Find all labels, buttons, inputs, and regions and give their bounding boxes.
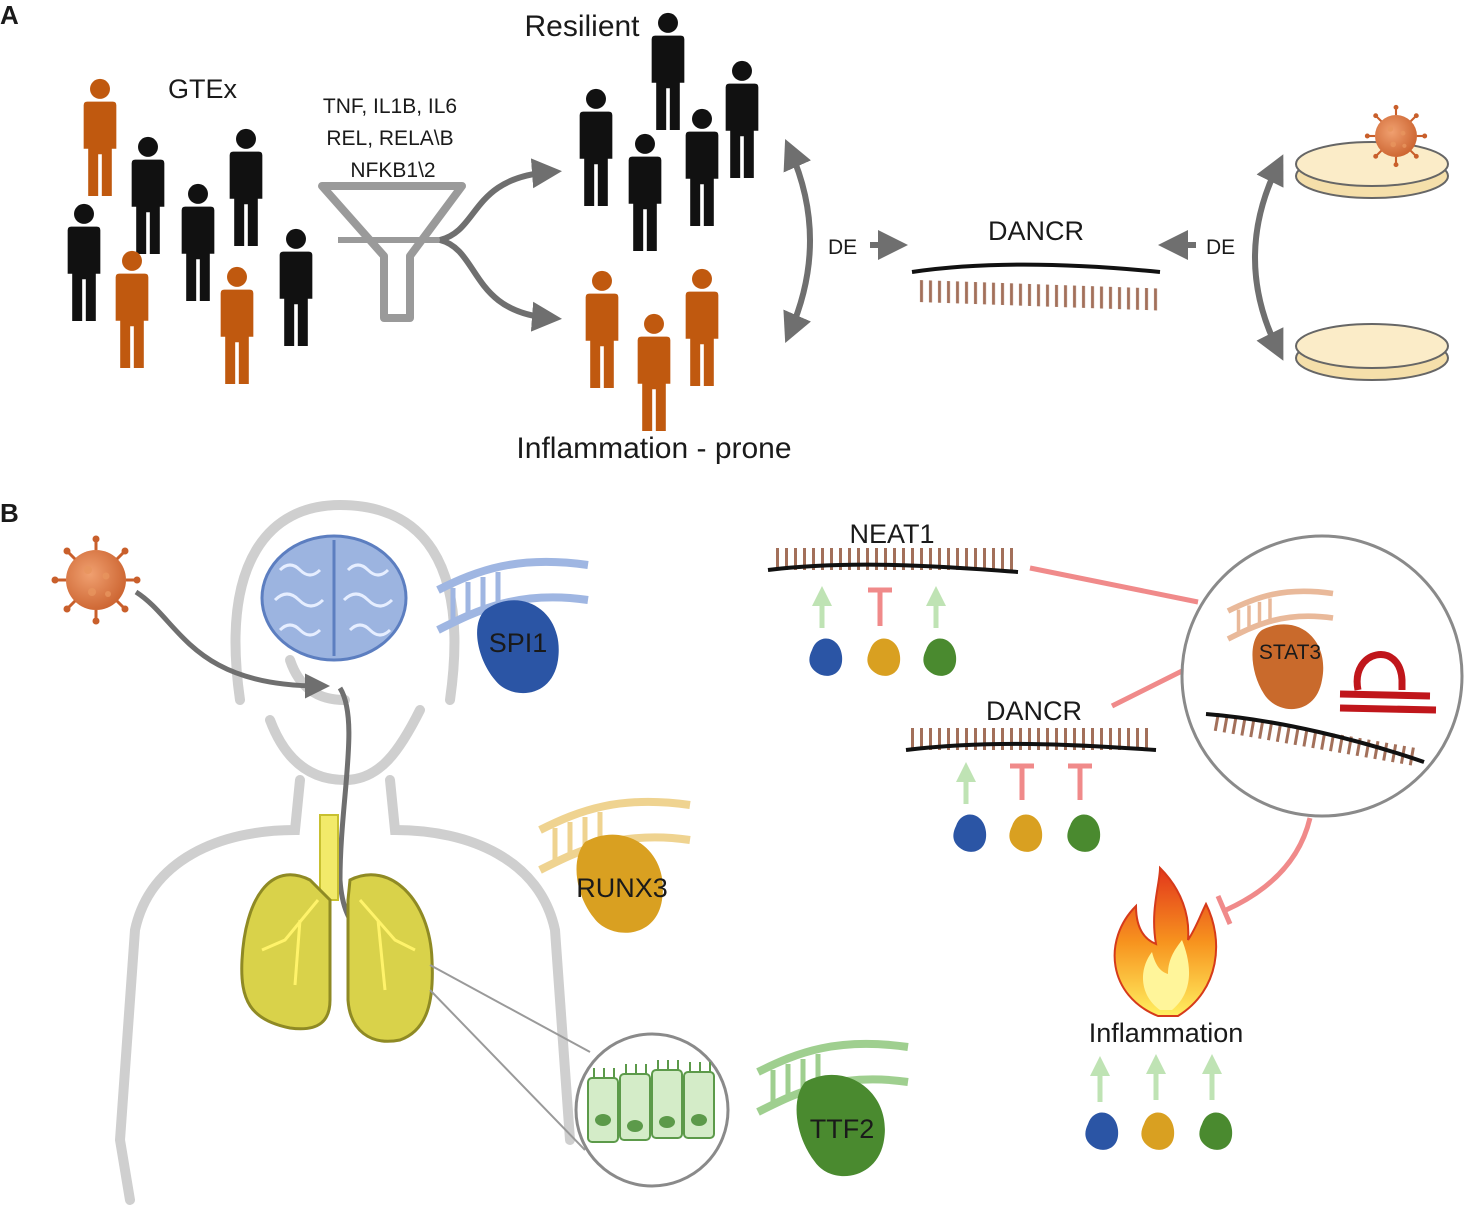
prone-label: Inflammation - prone	[516, 432, 791, 465]
spi1-small	[1085, 1112, 1119, 1150]
arrow-to-resilient	[439, 158, 562, 243]
neat1-stat3-connector	[1029, 565, 1199, 605]
rna-backbone	[767, 562, 1019, 574]
tf-spi1: SPI1	[438, 562, 588, 694]
spi1-small	[809, 638, 843, 676]
zoom-line-top	[429, 964, 591, 1053]
person-icon	[83, 78, 117, 196]
inhibition-bar	[868, 587, 892, 626]
inhibition-bar	[1010, 763, 1034, 800]
person-icon	[685, 268, 719, 386]
tf-runx3: RUNX3	[540, 802, 690, 933]
inflammation-regulators	[1085, 1054, 1233, 1150]
petri-dish-infected	[1295, 103, 1449, 199]
dish-comparison-arrow	[1252, 154, 1284, 361]
person-icon	[651, 12, 685, 130]
stat3-label: STAT3	[1259, 641, 1321, 664]
inflammation-label: Inflammation	[1089, 1018, 1244, 1048]
runx3-small	[1141, 1112, 1175, 1150]
neat1-rna	[767, 548, 1019, 574]
person-icon	[131, 136, 165, 254]
filter-genes-line-3: NFKB1\2	[350, 159, 435, 182]
runx3-small	[1009, 814, 1043, 852]
resilient-label: Resilient	[524, 10, 640, 43]
dancr-rna-b	[905, 728, 1157, 752]
ttf2-small	[923, 638, 957, 676]
virus-icon	[1363, 103, 1429, 169]
infection-path-arrow	[134, 589, 330, 699]
neat1-label: NEAT1	[849, 519, 934, 549]
person-icon	[725, 60, 759, 178]
person-icon	[628, 133, 662, 251]
person-icon	[637, 313, 671, 431]
spi1-small	[953, 814, 987, 852]
petri-dish-icon	[1295, 141, 1449, 187]
filter-genes-line-1: TNF, IL1B, IL6	[323, 95, 457, 118]
dancr-label-b: DANCR	[986, 696, 1082, 726]
zoom-line-bottom	[429, 989, 586, 1151]
filter-genes-line-2: REL, RELA\B	[326, 127, 453, 150]
rna-backbone	[905, 741, 1157, 752]
petri-dish-icon	[1295, 323, 1449, 369]
inhibition-bar	[1068, 763, 1092, 800]
prone-group	[585, 268, 719, 431]
rna-bases	[918, 280, 1158, 311]
stat3-inhibitor-icon	[1339, 651, 1437, 714]
panel-label-a: A	[0, 0, 19, 30]
stat3-protein	[1252, 624, 1324, 710]
lungs-icon	[240, 814, 434, 1043]
person-icon	[181, 183, 215, 301]
ttf2-protein	[796, 1074, 885, 1177]
virus-icon	[50, 534, 142, 626]
person-icon	[229, 128, 263, 246]
de-right-label: DE	[1206, 236, 1235, 259]
person-icon	[585, 270, 619, 388]
group-comparison-arrow	[783, 139, 813, 344]
runx3-small	[867, 638, 901, 676]
panel-label-b: B	[0, 498, 19, 528]
person-icon	[220, 266, 254, 384]
rna-backbone	[1205, 712, 1425, 764]
cell-inset-icon	[574, 1032, 730, 1188]
person-icon	[685, 108, 719, 226]
person-icon	[279, 228, 313, 346]
tf-label-runx3: RUNX3	[576, 873, 668, 903]
body-outline	[114, 499, 575, 1205]
ttf2-small	[1199, 1112, 1233, 1150]
stat3-inset: STAT3	[1180, 534, 1464, 818]
petri-dish-control	[1295, 323, 1449, 381]
tf-ttf2: TTF2	[758, 1044, 908, 1177]
rna-bases	[1208, 712, 1419, 767]
tf-label-ttf2: TTF2	[810, 1114, 875, 1144]
dancr-regulators	[953, 762, 1101, 852]
gtex-label: GTEx	[168, 74, 238, 104]
arrow-to-prone	[439, 237, 562, 332]
person-icon	[579, 88, 613, 206]
flame-icon	[1113, 865, 1218, 1017]
dancr-label-a: DANCR	[988, 216, 1084, 246]
stat3-inflammation-connector	[1224, 817, 1313, 913]
ttf2-small	[1067, 814, 1101, 852]
person-icon	[67, 203, 101, 321]
brain-icon	[260, 534, 408, 662]
dancr-rna-a	[911, 262, 1161, 311]
tf-label-spi1: SPI1	[489, 628, 548, 658]
person-icon	[115, 250, 149, 368]
filter-gene-list: TNF, IL1B, IL6 REL, RELA\B NFKB1\2	[323, 95, 457, 182]
gtex-cohort	[67, 78, 313, 384]
runx3-protein	[576, 834, 663, 933]
neat1-regulators	[809, 586, 957, 676]
inhibition-bar	[1215, 895, 1233, 925]
rna-backbone	[911, 262, 1161, 274]
de-left-label: DE	[828, 236, 857, 259]
funnel-icon	[318, 182, 466, 322]
resilient-group	[579, 12, 759, 251]
spi1-protein	[477, 600, 559, 694]
